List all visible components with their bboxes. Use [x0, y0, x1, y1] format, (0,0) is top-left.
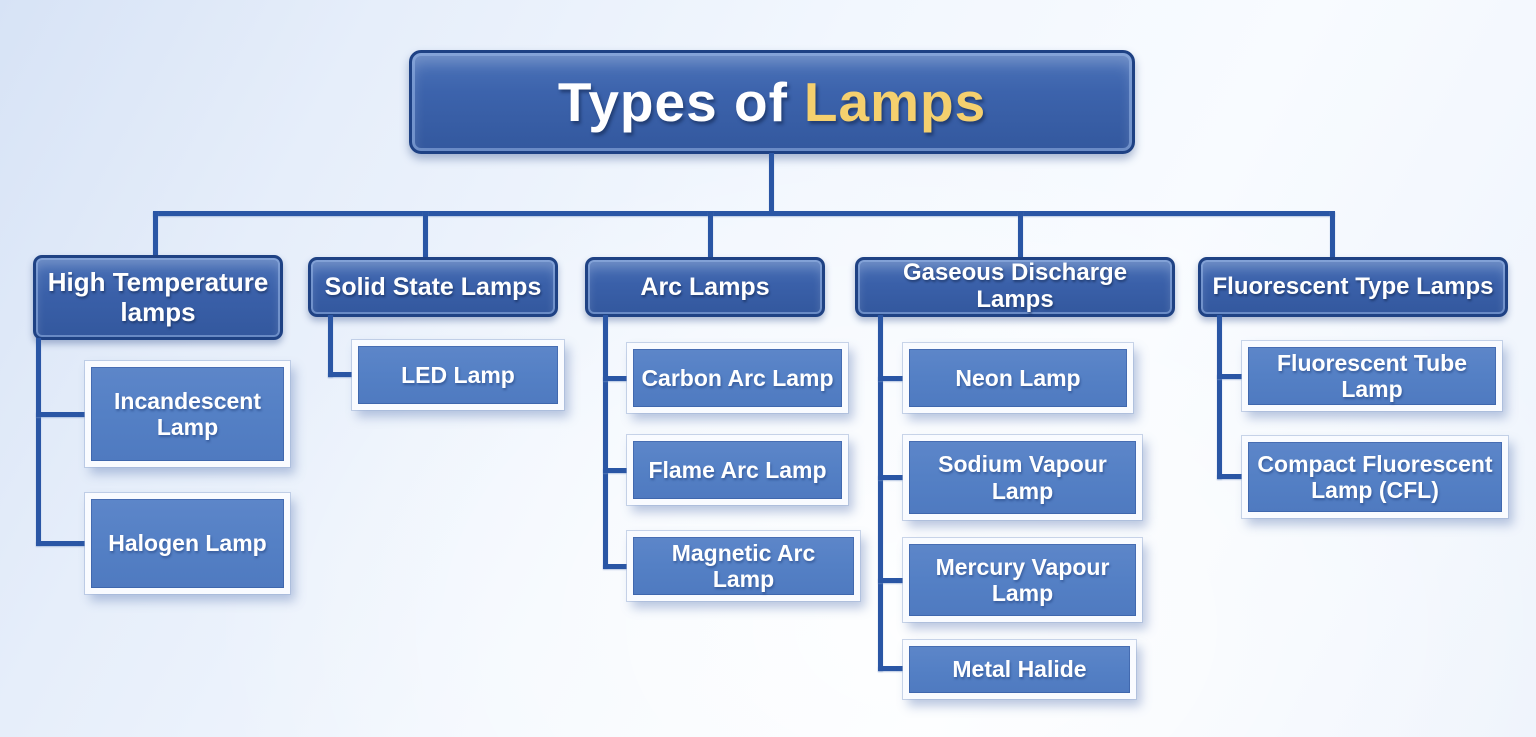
- connector-stub-flame-arc: [603, 468, 627, 473]
- connector-stub-carbon-arc: [603, 376, 627, 381]
- node-compact-fluorescent-lamp-cfl: Compact Fluorescent Lamp (CFL): [1242, 436, 1508, 518]
- connector-drop-solid-state: [423, 211, 428, 257]
- connector-branch-high-temperature: [36, 338, 41, 545]
- node-mercury-vapour-lamp: Mercury Vapour Lamp: [903, 538, 1142, 622]
- connector-drop-gaseous: [1018, 211, 1023, 257]
- connector-stub-neon: [878, 376, 903, 381]
- title-highlight: Lamps: [803, 71, 987, 133]
- node-magnetic-arc-lamp: Magnetic Arc Lamp: [627, 531, 860, 601]
- category-high-temperature-lamps: High Temperature lamps: [33, 255, 283, 340]
- category-solid-state-lamps: Solid State Lamps: [308, 257, 558, 317]
- connector-branch-solid-state: [328, 315, 333, 377]
- connector-stub-mercury: [878, 578, 903, 583]
- node-neon-lamp: Neon Lamp: [903, 343, 1133, 413]
- node-fluorescent-tube-lamp: Fluorescent Tube Lamp: [1242, 341, 1502, 411]
- connector-stub-halogen: [36, 541, 85, 546]
- category-arc-lamps: Arc Lamps: [585, 257, 825, 317]
- node-incandescent-lamp: Incandescent Lamp: [85, 361, 290, 467]
- connector-stub-led: [328, 372, 352, 377]
- connector-drop-high-temperature: [153, 211, 158, 257]
- connector-stub-cfl: [1217, 474, 1242, 479]
- connector-title-trunk: [769, 153, 774, 213]
- diagram-title: Types of Lamps: [409, 50, 1135, 154]
- connector-stub-metal-halide: [878, 666, 903, 671]
- connector-branch-fluorescent: [1217, 315, 1222, 479]
- node-metal-halide: Metal Halide: [903, 640, 1136, 699]
- node-flame-arc-lamp: Flame Arc Lamp: [627, 435, 848, 505]
- connector-stub-sodium: [878, 475, 903, 480]
- node-carbon-arc-lamp: Carbon Arc Lamp: [627, 343, 848, 413]
- node-sodium-vapour-lamp: Sodium Vapour Lamp: [903, 435, 1142, 520]
- connector-drop-fluorescent: [1330, 211, 1335, 257]
- connector-stub-fluorescent-tube: [1217, 374, 1242, 379]
- node-led-lamp: LED Lamp: [352, 340, 564, 410]
- connector-stub-magnetic-arc: [603, 564, 627, 569]
- node-halogen-lamp: Halogen Lamp: [85, 493, 290, 594]
- connector-bus: [153, 211, 1335, 216]
- title-prefix: Types of: [557, 71, 788, 133]
- category-gaseous-discharge-lamps: Gaseous Discharge Lamps: [855, 257, 1175, 317]
- connector-stub-incandescent: [36, 412, 85, 417]
- connector-branch-gaseous: [878, 315, 883, 671]
- connector-branch-arc: [603, 315, 608, 568]
- category-fluorescent-type-lamps: Fluorescent Type Lamps: [1198, 257, 1508, 317]
- connector-drop-arc: [708, 211, 713, 257]
